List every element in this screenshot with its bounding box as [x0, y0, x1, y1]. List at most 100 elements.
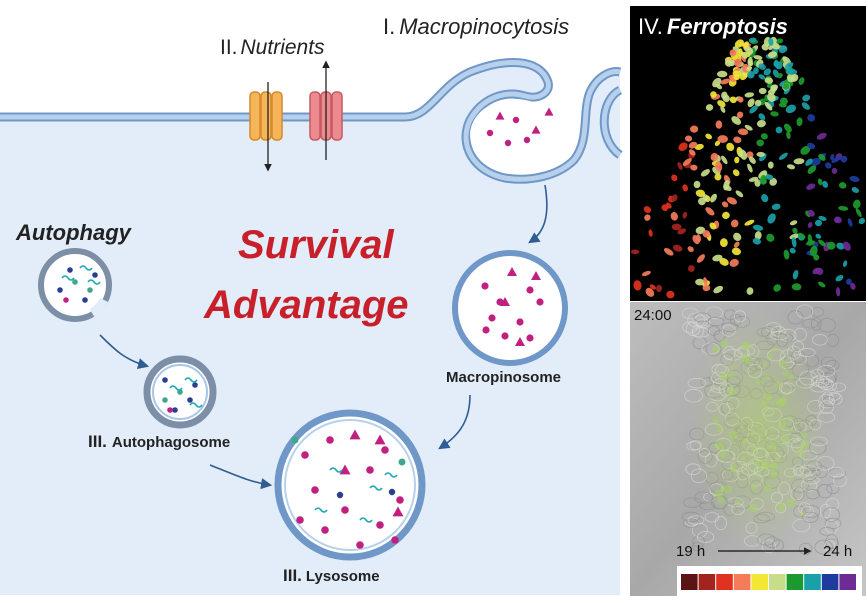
fluorescent-cell	[734, 58, 743, 67]
brightfield-cell	[682, 518, 700, 528]
fluorescent-cell	[729, 49, 737, 57]
fluorescent-cell	[773, 284, 782, 292]
cargo-dot	[536, 298, 544, 306]
fluorescent-cell	[710, 152, 719, 162]
fluorescent-cell	[723, 180, 730, 191]
fluorescent-cell	[802, 94, 811, 102]
fluorescent-cell	[793, 158, 805, 165]
cargo-dot	[187, 397, 193, 403]
cargo-triangle	[544, 107, 554, 116]
fluorescent-cell	[722, 211, 730, 220]
brightfield-cell	[814, 539, 833, 555]
cargo-dot	[72, 279, 78, 285]
fluorescent-cell	[754, 231, 762, 240]
fluorescent-cell	[831, 167, 838, 174]
fluorescent-cell	[790, 73, 799, 82]
brightfield-cell	[822, 507, 841, 522]
cargo-dot	[192, 382, 198, 388]
fluorescent-cell	[693, 180, 701, 189]
fluorescent-cell	[688, 149, 696, 156]
fluorescent-cell	[778, 45, 788, 54]
fluorescent-cell	[847, 218, 853, 227]
fluorescent-cell	[633, 280, 642, 291]
fluorescent-cell	[842, 260, 848, 268]
color-scale-swatch	[769, 574, 786, 590]
fluorescent-cell	[729, 96, 737, 104]
arrow-to-macropinosome	[528, 184, 548, 244]
cargo-triangle	[339, 464, 351, 475]
fluorescent-cell	[748, 176, 759, 182]
title-advantage: Advantage	[203, 283, 409, 327]
fluorescent-cell	[765, 174, 774, 180]
brightfield-cell	[707, 325, 721, 336]
fluorescent-cell	[776, 38, 784, 44]
fluorescent-cell	[716, 83, 723, 90]
fluorescent-cell	[800, 145, 811, 155]
fluorescent-cell	[682, 158, 692, 166]
fluorescent-cell	[690, 125, 699, 133]
fluorescent-cell	[705, 133, 713, 140]
brightfield-cell	[810, 317, 822, 331]
fluorescent-cell	[732, 70, 742, 77]
fluorescent-cell	[806, 183, 816, 190]
fluorescent-cell	[853, 199, 861, 209]
brightfield-cell	[681, 511, 701, 523]
fluorescent-cell	[764, 77, 774, 84]
time-start-label: 19 h	[676, 543, 705, 560]
fluorescent-cell	[685, 135, 693, 142]
fluorescent-cell	[842, 241, 851, 251]
time-end-label: 24 h	[823, 543, 852, 560]
fluorescent-cell	[797, 232, 806, 239]
fluorescent-cell	[721, 155, 728, 165]
fluorescent-cell	[813, 254, 820, 261]
fluorescent-cell	[734, 156, 740, 164]
fluorescent-cell	[831, 156, 841, 164]
fluorescent-cell	[773, 61, 780, 69]
fluorescent-cell	[789, 220, 798, 226]
fluorescent-cell	[744, 219, 755, 226]
fluorescent-cell	[697, 197, 706, 206]
fluorescent-cell	[782, 56, 791, 65]
fluorescent-cell	[729, 60, 735, 67]
fluorescent-cell	[766, 233, 775, 242]
fluorescent-cell	[826, 241, 836, 250]
fluorescent-cell	[744, 124, 753, 131]
fluorescent-cell	[732, 169, 740, 177]
label-autophagosome: III.Autophagosome	[88, 432, 230, 451]
fluorescent-cell	[758, 113, 766, 121]
brightfield-cell	[819, 503, 832, 519]
cargo-dot	[87, 287, 93, 293]
fluorescent-cell	[710, 193, 717, 203]
fluorescent-cell	[815, 233, 822, 239]
cargo-dot	[162, 377, 168, 383]
fluorescent-cell	[666, 290, 675, 299]
brightfield-cell	[823, 540, 836, 552]
color-scale-swatch	[839, 574, 856, 590]
cargo-dot	[67, 267, 73, 273]
fluorescent-cell	[807, 209, 815, 217]
cargo-dot	[526, 334, 534, 342]
fluorescent-cell	[730, 219, 739, 228]
fluorescent-cell	[743, 41, 749, 48]
fluorescent-cell	[786, 164, 796, 170]
brightfield-cell	[692, 535, 705, 548]
cargo-squiggle	[329, 467, 343, 473]
cargo-dot	[167, 407, 173, 413]
label-nutrients: II.Nutrients	[220, 36, 325, 59]
cargo-dot	[512, 116, 520, 124]
brightfield-cell	[687, 312, 706, 328]
label-autophagy: Autophagy	[15, 220, 133, 245]
macropinocytic-cup	[470, 99, 560, 171]
fluorescent-cell	[786, 68, 798, 75]
fluorescent-cell	[801, 102, 810, 110]
fluorescent-cell	[767, 161, 774, 169]
fluorescent-cell	[748, 37, 757, 43]
fluorescent-cell	[815, 267, 824, 275]
brightfield-cell	[693, 312, 711, 323]
fluorescent-cell	[717, 70, 728, 78]
brightfield-cell	[695, 318, 711, 329]
cargo-dot	[291, 436, 299, 444]
brightfield-cell	[683, 497, 702, 508]
fluorescent-cell	[687, 246, 694, 253]
brightfield-cell	[833, 473, 847, 487]
